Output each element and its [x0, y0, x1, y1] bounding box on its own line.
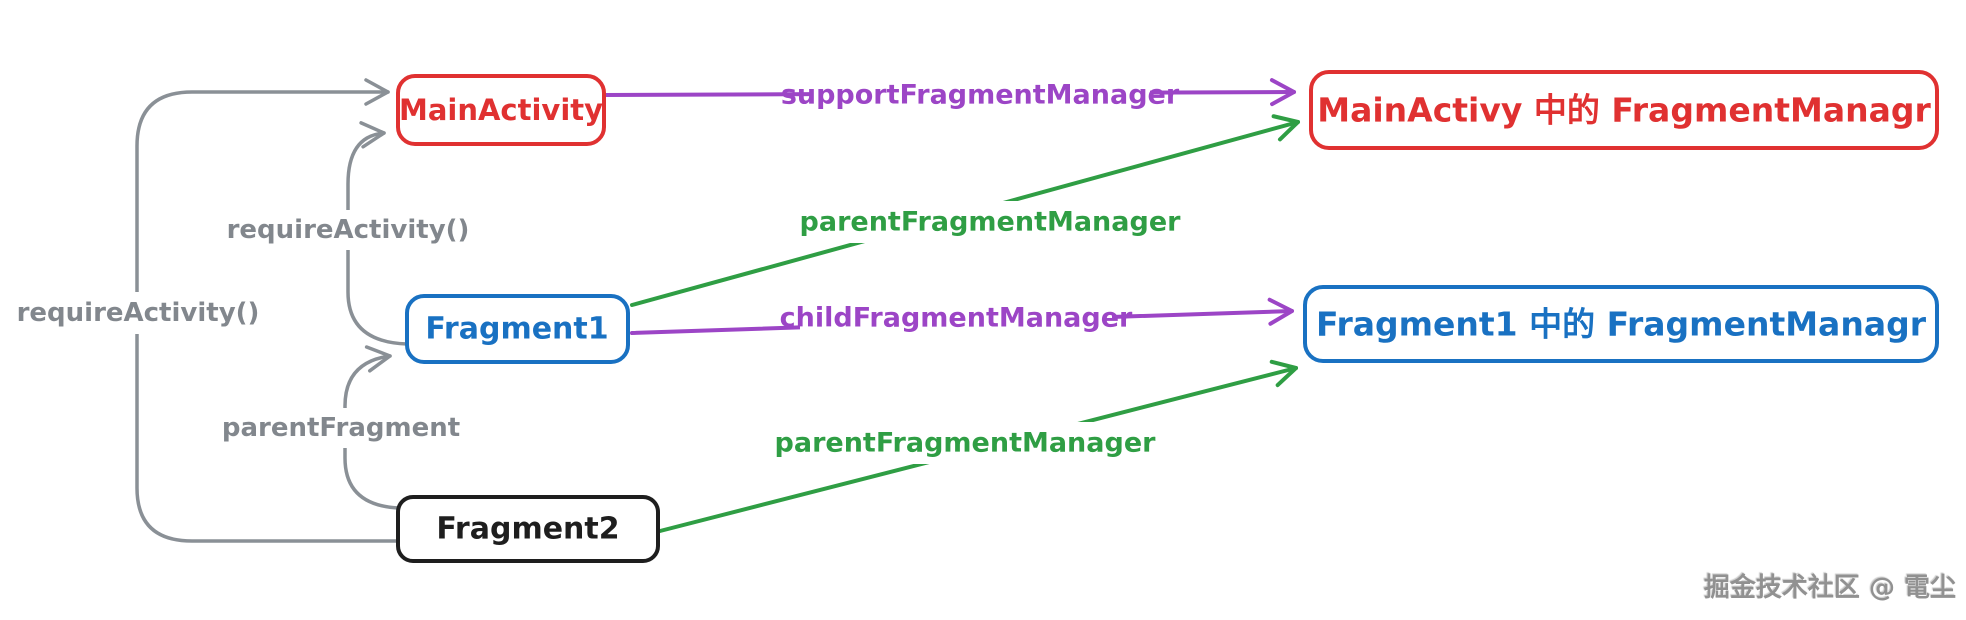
label-support-fragment-manager: supportFragmentManager [781, 74, 1180, 116]
label-bg [22, 292, 254, 334]
label-bg [822, 201, 1158, 243]
edge-label-parent-fragment-manager-lower: parentFragmentManager [775, 428, 1157, 459]
label-bg [238, 408, 444, 448]
node-main-activity-box [396, 74, 606, 146]
node-fragment2-box [396, 495, 660, 563]
label-bg [232, 210, 464, 250]
label-child-fragment-manager: childFragmentManager [780, 297, 1133, 339]
node-fragment1-fm-box [1303, 285, 1939, 363]
edge-label-require-activity-inner: requireActivity() [227, 215, 470, 245]
label-bg [810, 74, 1150, 116]
label-require-activity-outer: requireActivity() [17, 292, 260, 334]
edge-label-parent-fragment-manager-upper: parentFragmentManager [800, 207, 1182, 238]
node-main-activity-label: MainActivity [399, 93, 603, 127]
node-fragment1-fm-label: Fragment1 中的 FragmentManagr [1316, 305, 1927, 344]
watermark-text: 掘金技术社区 @ 電尘 [1704, 572, 1956, 603]
label-parent-fragment: parentFragment [222, 408, 460, 448]
node-main-activity: MainActivity [396, 74, 606, 146]
label-parent-fragment-manager-upper: parentFragmentManager [800, 201, 1182, 243]
edge-label-parent-fragment: parentFragment [222, 413, 460, 443]
node-fragment1-fragment-manager: Fragment1 中的 FragmentManagr [1303, 285, 1939, 363]
edge-label-require-activity-outer: requireActivity() [17, 298, 260, 328]
label-parent-fragment-manager-lower: parentFragmentManager [775, 422, 1157, 464]
node-fragment2: Fragment2 [396, 495, 660, 563]
label-bg [797, 422, 1133, 464]
node-fragment2-label: Fragment2 [436, 512, 619, 547]
edge-label-child-fragment-manager: childFragmentManager [780, 303, 1133, 334]
node-main-activity-fragment-manager: MainActivy 中的 FragmentManagr [1309, 70, 1939, 150]
label-bg [800, 297, 1112, 339]
edge-label-support-fragment-manager: supportFragmentManager [781, 80, 1180, 111]
node-fragment1-box [405, 294, 630, 364]
edge-require-activity-fragment1 [346, 121, 409, 346]
node-main-activity-fm-label: MainActivy 中的 FragmentManagr [1317, 91, 1931, 130]
node-main-activity-fm-box [1309, 70, 1939, 150]
label-require-activity-inner: requireActivity() [227, 210, 470, 250]
node-fragment1-label: Fragment1 [425, 312, 608, 347]
node-fragment1: Fragment1 [405, 294, 630, 364]
